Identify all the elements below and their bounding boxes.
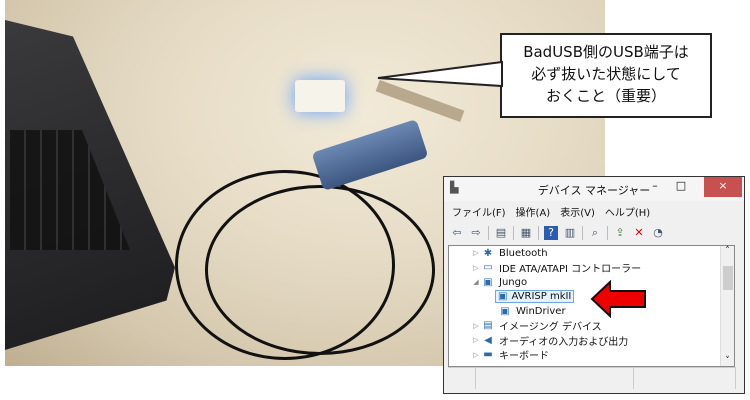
tree-item-windriver[interactable]: ▣ WinDriver [449,304,734,319]
device-icon: ▣ [500,305,510,317]
callout-line: おくこと（重要） [545,87,666,105]
status-bar [448,367,736,389]
collapse-icon[interactable]: ◢ [473,278,479,287]
device-icon: ▣ [498,291,508,303]
tree-label: キーボード [499,351,549,363]
tree-label: WinDriver [516,305,566,317]
tree-item-jungo[interactable]: ◢ ▣ Jungo [449,275,734,290]
tree-label: オーディオの入力および出力 [499,336,629,348]
menu-view[interactable]: 表示(V) [560,208,595,219]
maximize-button[interactable]: □ [675,179,687,192]
callout-line: 必ず抜いた状態にして [531,65,681,83]
action-pane-icon[interactable]: ▥ [564,226,576,239]
vertical-scrollbar[interactable]: ˄ ˅ [720,246,734,366]
status-pane [476,368,634,389]
back-icon[interactable]: ⇦ [452,226,462,239]
scroll-up-icon[interactable]: ˄ [725,246,730,256]
tree-item-imaging[interactable]: ▷ ▤ イメージング デバイス [449,319,734,334]
close-button[interactable]: × [704,177,742,197]
show-hide-tree-icon[interactable]: ▤ [495,226,507,239]
minimize-button[interactable]: – [652,179,658,192]
separator [513,226,514,240]
toolbar: ⇦ ⇨ ▤ ▦ ? ▥ ⌕ ⇪ ✕ ◔ [444,221,744,245]
tree-item-ide[interactable]: ▷ ▭ IDE ATA/ATAPI コントローラー [449,261,734,276]
tree-item-audio[interactable]: ▷ ◀ オーディオの入力および出力 [449,333,734,348]
tree-item-bluetooth[interactable]: ▷ ✱ Bluetooth [449,246,734,261]
imaging-icon: ▤ [483,320,493,332]
tree-item-keyboard[interactable]: ▷ ▬ キーボード [449,348,734,363]
expand-icon[interactable]: ▷ [473,263,479,272]
menu-help[interactable]: ヘルプ(H) [604,208,651,219]
jungo-icon: ▣ [483,276,493,288]
window-title: デバイス マネージャー [537,184,651,197]
update-driver-icon[interactable]: ⇪ [615,226,625,239]
separator [607,226,608,240]
tree-label: Jungo [499,276,528,288]
menu-bar: ファイル(F) 操作(A) 表示(V) ヘルプ(H) [444,201,744,221]
scrollbar-thumb[interactable] [723,266,733,290]
disable-device-icon[interactable]: ◔ [653,226,663,239]
forward-icon[interactable]: ⇨ [471,226,481,239]
breadboard [295,80,345,112]
menu-file[interactable]: ファイル(F) [452,208,506,219]
status-pane [448,368,476,389]
separator [582,226,583,240]
red-arrow-icon [590,280,646,318]
tree-label: イメージング デバイス [499,322,602,334]
separator [538,226,539,240]
tree-label: IDE ATA/ATAPI コントローラー [499,264,642,276]
device-tree: ▷ ✱ Bluetooth ▷ ▭ IDE ATA/ATAPI コントローラー ◢ ▣ Ju… [448,245,735,367]
device-manager-window: ▙ デバイス マネージャー – □ × ファイル(F) 操作(A) 表示(V) … [443,176,745,394]
scroll-down-icon[interactable]: ˅ [725,356,730,366]
properties-icon[interactable]: ▦ [520,226,532,239]
help-icon[interactable]: ? [544,226,558,240]
speaker-icon: ◀ [484,334,492,346]
tree-label: AVRISP mkII [511,291,572,303]
tree-label: Bluetooth [499,247,548,259]
title-bar: ▙ デバイス マネージャー – □ × [444,177,744,201]
bluetooth-icon: ✱ [483,247,493,259]
status-pane [634,368,736,389]
tree-item-avrisp[interactable]: ▣AVRISP mkII [449,290,734,305]
menu-action[interactable]: 操作(A) [515,208,551,219]
selected-item[interactable]: ▣AVRISP mkII [495,290,575,304]
expand-icon[interactable]: ▷ [473,350,479,359]
uninstall-device-icon[interactable]: ✕ [634,226,644,239]
callout-line: BadUSB側のUSB端子は [523,43,689,61]
ide-controller-icon: ▭ [483,262,493,274]
expand-icon[interactable]: ▷ [473,336,479,345]
device-manager-icon: ▙ [450,181,459,194]
expand-icon[interactable]: ▷ [473,321,479,330]
separator [488,226,489,240]
usb-cable-loop [205,185,435,355]
scan-hardware-icon[interactable]: ⌕ [591,226,599,239]
expand-icon[interactable]: ▷ [473,249,479,258]
keyboard-icon: ▬ [483,349,493,361]
